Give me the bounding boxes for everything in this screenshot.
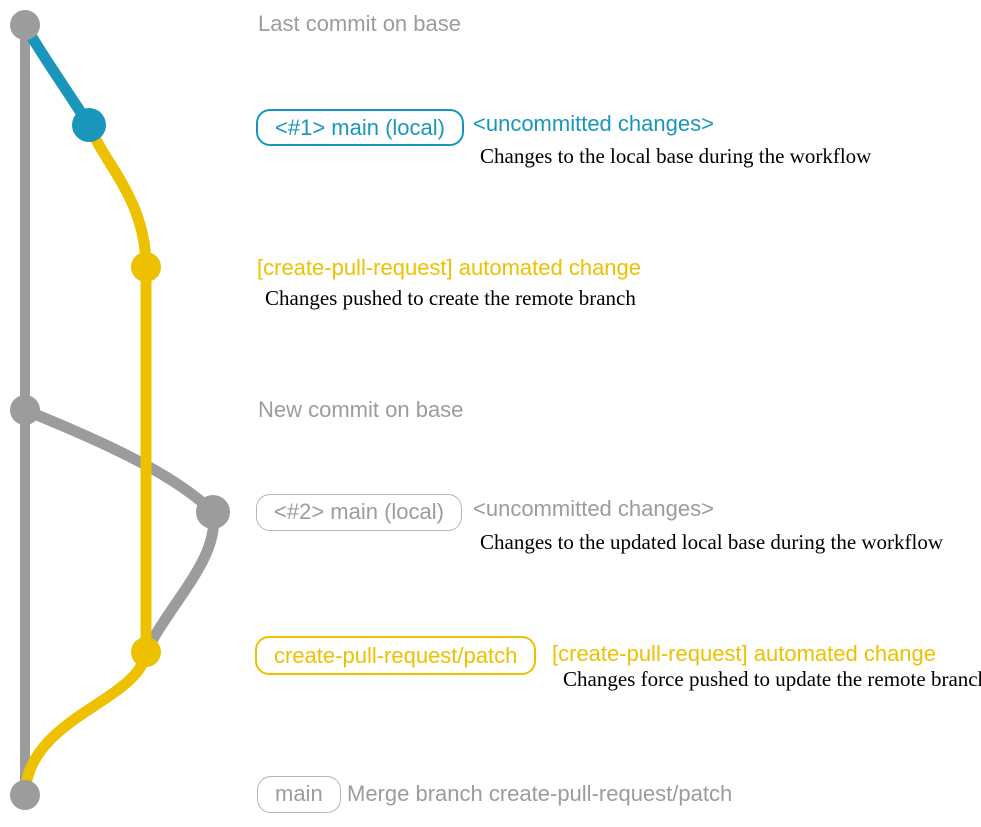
commit-dot-automated-1 — [131, 252, 161, 282]
commit-dot-merge — [10, 780, 40, 810]
branch-label-create-pull-request-patch: create-pull-request/patch — [255, 636, 537, 675]
annotation-new-commit-on-base: New commit on base — [258, 397, 464, 422]
branch-label-main-local-2: <#2> main (local) — [256, 494, 462, 531]
commit-description-uncommitted-2: Changes to the updated local base during… — [480, 530, 944, 554]
commit-message-uncommitted-1: <uncommitted changes> — [473, 111, 714, 136]
commit-description-uncommitted-1: Changes to the local base during the wor… — [480, 144, 872, 168]
commit-dot-uncommitted-2 — [196, 495, 230, 529]
commit-dot-last-base — [10, 10, 40, 40]
commit-message-automated-1: [create-pull-request] automated change — [257, 255, 642, 280]
annotation-last-commit-on-base: Last commit on base — [258, 11, 461, 36]
commit-message-merge: Merge branch create-pull-request/patch — [347, 781, 733, 806]
branch-label-main: main — [257, 776, 341, 813]
branch-label-main-local-1: <#1> main (local) — [256, 109, 464, 146]
base-update-curve-out — [19, 404, 219, 518]
base-update-curve-merge — [140, 506, 220, 658]
commit-description-automated-1: Changes pushed to create the remote bran… — [265, 286, 636, 310]
commit-graph — [10, 10, 230, 810]
commit-description-automated-2: Changes force pushed to update the remot… — [563, 667, 981, 691]
commit-dot-uncommitted-1 — [72, 108, 106, 142]
commit-dot-automated-2 — [131, 637, 161, 667]
patch-branch-curve-merge — [19, 646, 152, 803]
local-changes-curve — [19, 19, 95, 131]
commit-message-uncommitted-2: <uncommitted changes> — [473, 496, 714, 521]
commit-message-automated-2: [create-pull-request] automated change — [552, 641, 937, 666]
commit-dot-new-base — [10, 395, 40, 425]
patch-branch-curve-out — [83, 119, 152, 273]
